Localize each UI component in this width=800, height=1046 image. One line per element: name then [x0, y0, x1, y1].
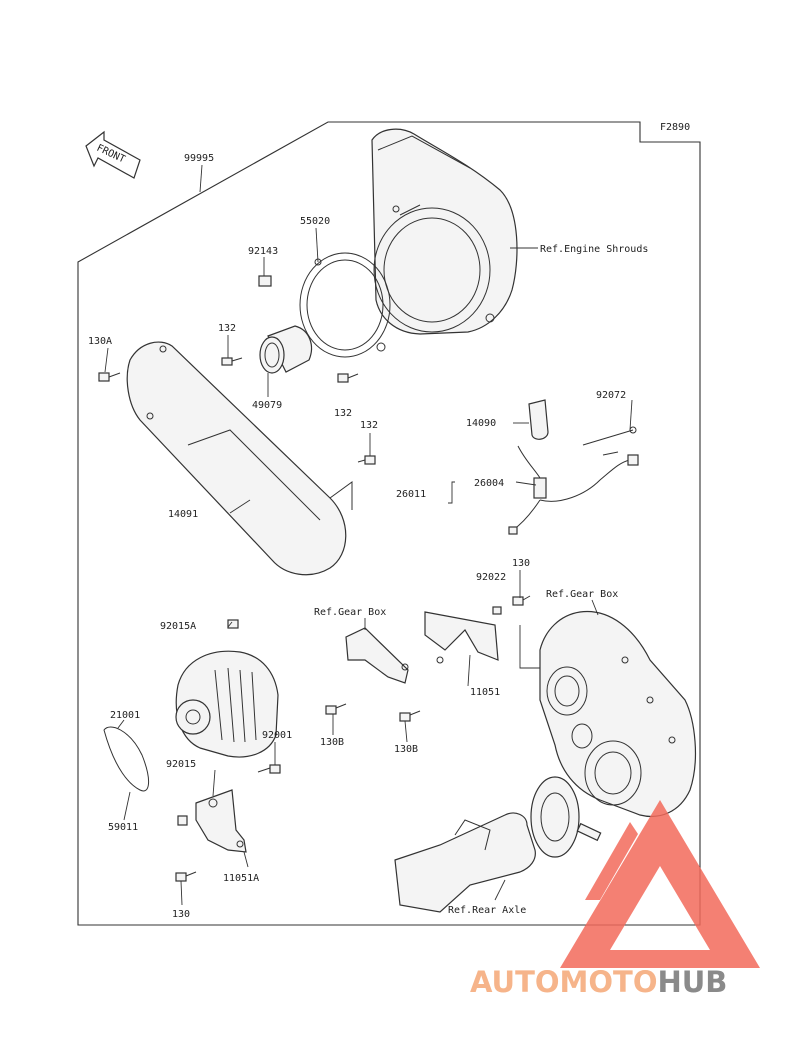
part-label: 14091 — [168, 509, 198, 520]
gasket-ring — [299, 252, 391, 358]
alternator-bracket — [195, 789, 247, 853]
part-label: 99995 — [184, 153, 214, 164]
gearbox-bracket — [345, 627, 409, 684]
drive-belt — [103, 726, 149, 792]
part-label: 11051 — [470, 687, 500, 698]
leader-lines — [104, 164, 633, 906]
mount-bracket-11051 — [424, 611, 499, 664]
part-label: 26011 — [396, 489, 426, 500]
watermark-auto: AUTOMOTOHUB — [470, 965, 727, 999]
rear-axle-housing — [394, 776, 602, 913]
part-label: 92001 — [262, 730, 292, 741]
bolt-icon — [98, 372, 121, 382]
part-label: 14090 — [466, 418, 496, 429]
part-label: 130B — [394, 744, 418, 755]
front-arrow-icon: FRONT — [85, 130, 141, 179]
part-label: 132 — [334, 408, 352, 419]
part-label: 92015 — [166, 759, 196, 770]
bolt-icon — [227, 619, 239, 629]
part-label: 92015A — [160, 621, 196, 632]
reference-labels: Ref.Engine Shrouds Ref.Gear Box Ref.Gear… — [314, 244, 648, 916]
part-label: 130 — [512, 558, 530, 569]
cable-tie — [582, 426, 637, 446]
bolt-icon — [357, 455, 376, 465]
part-label: 130 — [172, 909, 190, 920]
part-label: 21001 — [110, 710, 140, 721]
belt-cover — [126, 341, 353, 576]
bolt-icon — [257, 764, 281, 774]
part-label: 130B — [320, 737, 344, 748]
wire-harness — [508, 445, 639, 535]
part-label: 130A — [88, 336, 112, 347]
collar — [258, 275, 272, 287]
bolt-icon — [337, 373, 359, 383]
sensor — [528, 399, 549, 440]
bolt-icon — [512, 595, 531, 606]
ref-rear-axle: Ref.Rear Axle — [448, 905, 526, 916]
figure-code: F2890 — [660, 122, 690, 133]
part-label: 49079 — [252, 400, 282, 411]
bolt-icon — [221, 357, 243, 366]
ref-gear-box: Ref.Gear Box — [314, 607, 386, 618]
part-labels: 99995 55020 92143 130A 132 49079 132 132… — [88, 153, 626, 920]
part-label: 26004 — [474, 478, 504, 489]
gear-box — [539, 610, 697, 817]
part-label: 11051A — [223, 873, 259, 884]
part-label: 132 — [218, 323, 236, 334]
alternator — [175, 650, 279, 758]
bolt-icon — [492, 606, 502, 615]
ref-gear-box: Ref.Gear Box — [546, 589, 618, 600]
bolt-icon — [399, 710, 421, 722]
seal — [259, 325, 313, 374]
bolt-icon — [325, 703, 347, 715]
bolt-icon — [175, 871, 197, 882]
part-label: 92072 — [596, 390, 626, 401]
part-label: 59011 — [108, 822, 138, 833]
ref-engine-shrouds: Ref.Engine Shrouds — [540, 244, 648, 255]
part-label: 132 — [360, 420, 378, 431]
part-label: 55020 — [300, 216, 330, 227]
bolt-icon — [177, 815, 188, 826]
kit-frame — [77, 121, 701, 926]
engine-shroud — [371, 128, 518, 335]
watermark-logo: AUTOMOTOHUB — [470, 800, 760, 999]
part-label: 92143 — [248, 246, 278, 257]
part-label: 92022 — [476, 572, 506, 583]
